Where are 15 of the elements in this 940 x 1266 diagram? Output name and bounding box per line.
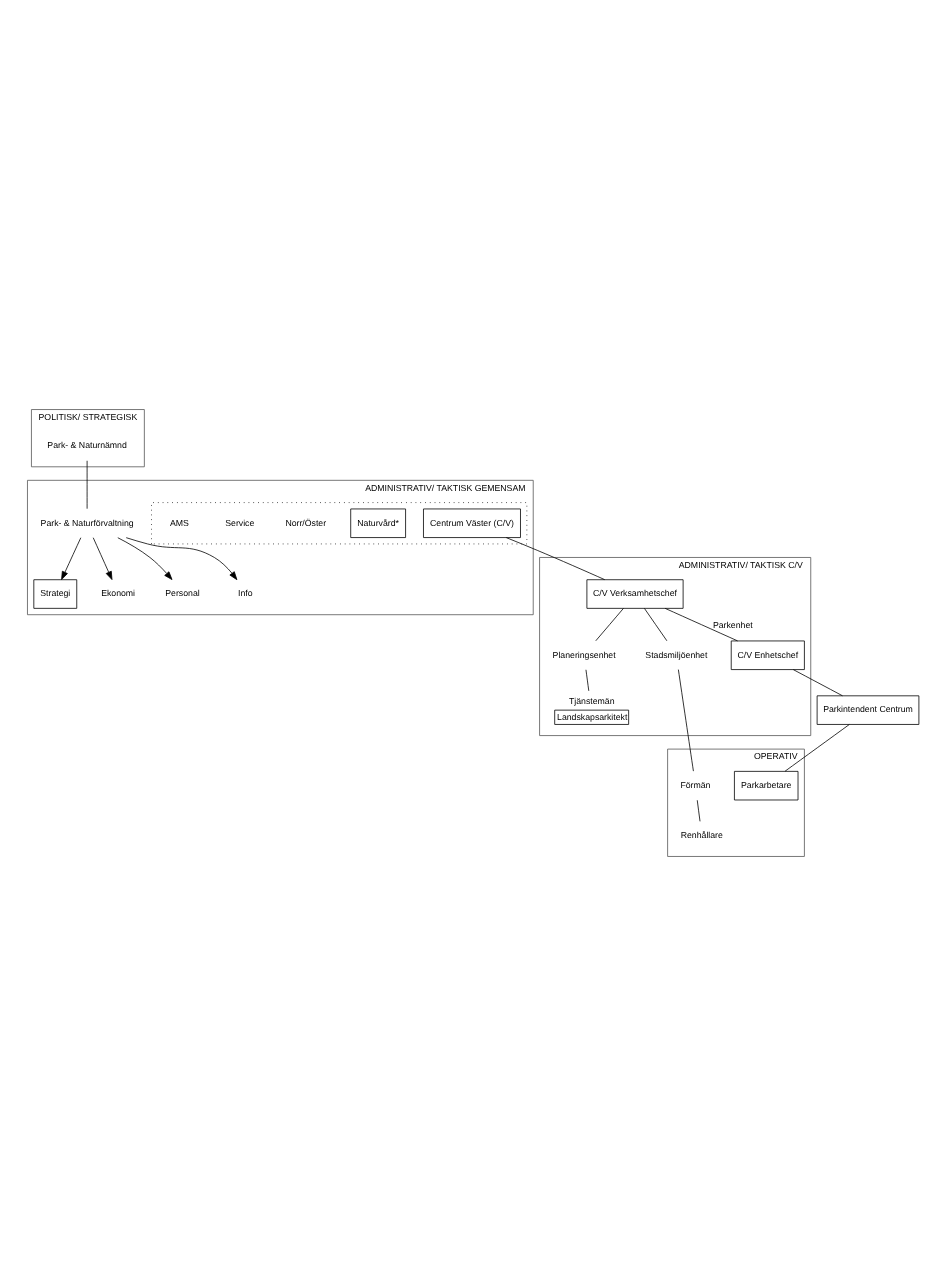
connector <box>595 607 624 642</box>
connector <box>792 669 843 697</box>
cluster <box>151 502 528 545</box>
connector <box>505 537 606 581</box>
connector <box>677 669 694 772</box>
connector <box>696 799 701 822</box>
arrow <box>117 537 173 580</box>
connector <box>644 607 668 642</box>
connector <box>664 607 738 642</box>
arrow <box>61 537 82 580</box>
arrow <box>125 537 238 581</box>
connector <box>86 460 88 510</box>
connector <box>585 669 590 692</box>
connector <box>784 724 850 772</box>
arrow <box>92 537 113 580</box>
